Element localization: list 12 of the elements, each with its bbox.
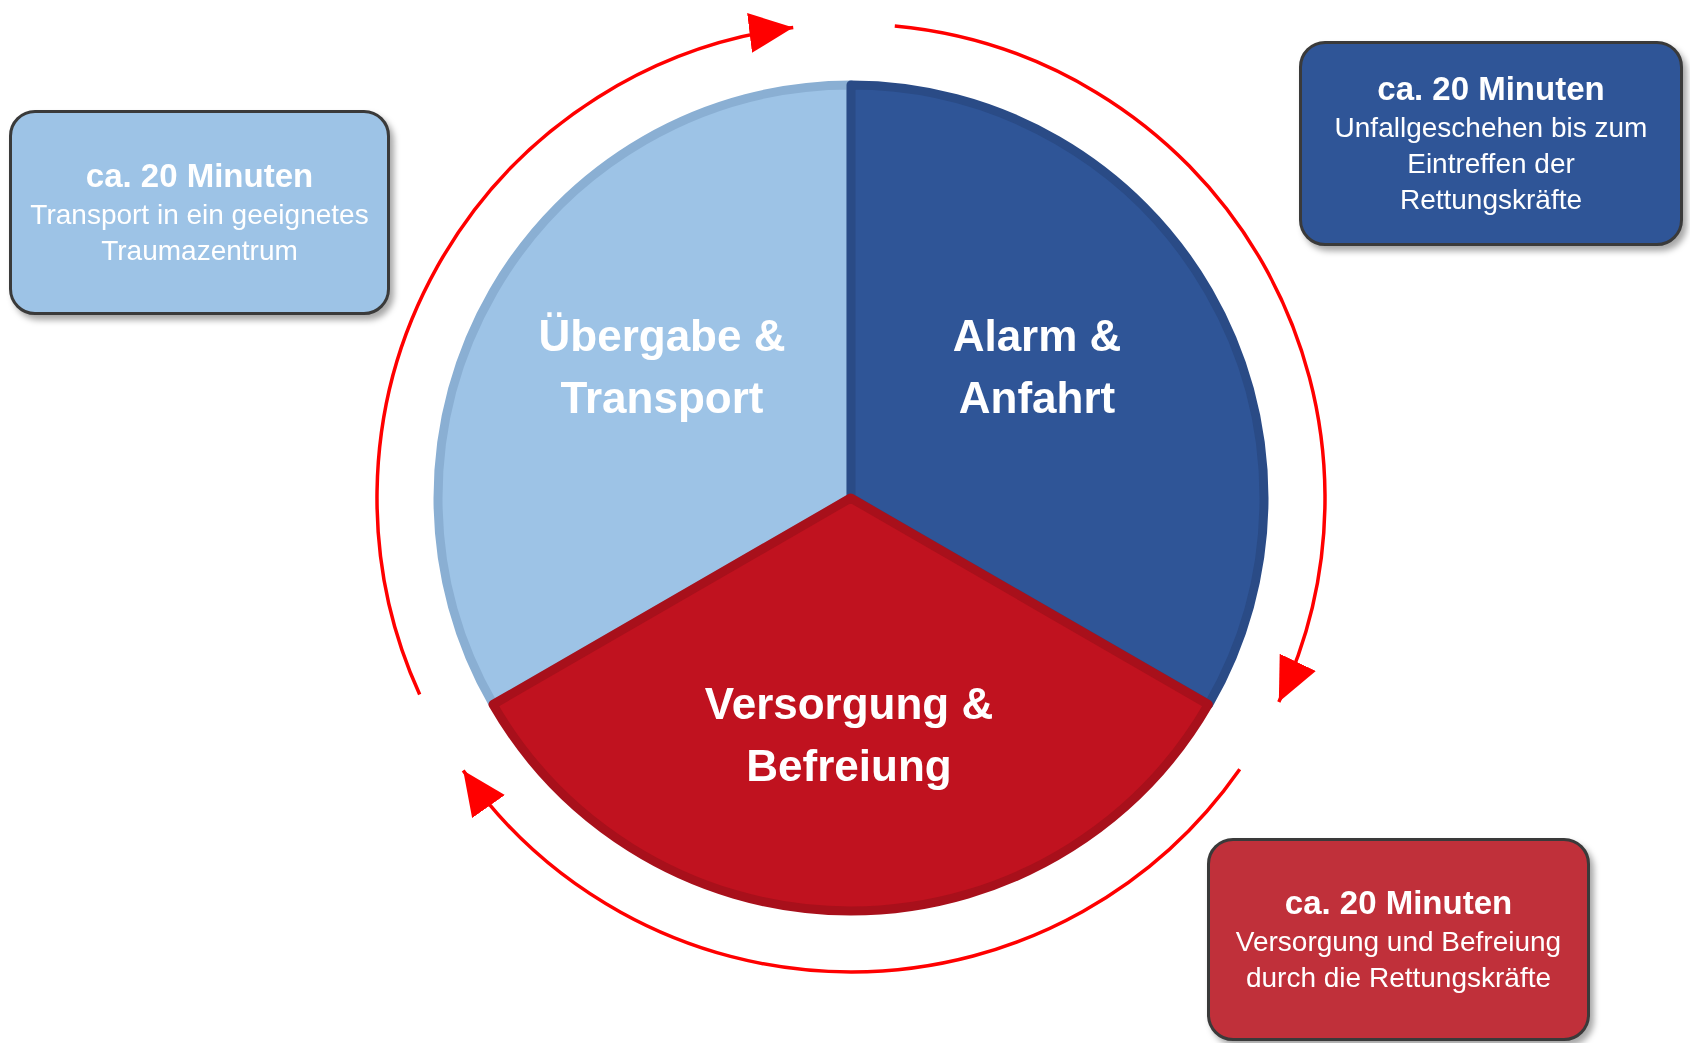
- slice-label: Versorgung & Befreiung: [703, 678, 995, 792]
- card-text: Unfallgeschehen bis zum Eintreffen der Rettungskräfte: [1333, 110, 1649, 218]
- card-heading: ca. 20 Minuten: [1377, 69, 1605, 110]
- slice-label: Alarm & Anfahrt: [951, 310, 1123, 424]
- card-text: Versorgung und Befreiung durch die Rettungskräfte: [1234, 924, 1563, 996]
- card-text: Transport in ein geeignetes Traumazentrum: [29, 197, 370, 269]
- info-card: [1299, 41, 1683, 246]
- card-heading: ca. 20 Minuten: [85, 156, 314, 197]
- info-card: [1207, 838, 1590, 1041]
- slice-label: Übergabe & Transport: [537, 310, 787, 424]
- card-heading: ca. 20 Minuten: [1284, 883, 1513, 924]
- info-card: [9, 110, 390, 315]
